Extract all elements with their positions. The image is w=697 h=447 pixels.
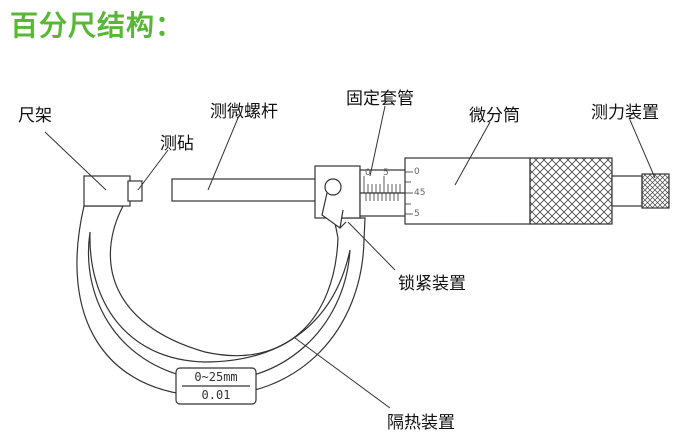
label-ratchet: 测力装置 (591, 103, 659, 123)
leader-spindle (207, 117, 239, 191)
leader-insulation (294, 337, 391, 409)
label-thimble: 微分筒 (469, 106, 520, 126)
leader-sleeve (369, 105, 386, 177)
spindle (171, 178, 317, 202)
ratchet-knurl (641, 173, 670, 209)
sleeve-number: 0 (365, 168, 371, 178)
leader-anvil (137, 149, 169, 191)
sleeve-number: 5 (383, 168, 389, 178)
thimble-knurl (529, 157, 613, 225)
ratchet-neck (611, 175, 643, 207)
plate-resolution: 0.01 (202, 388, 231, 402)
leader-ratchet (629, 119, 656, 179)
leader-frame (44, 131, 107, 191)
thimble-number: 5 (414, 209, 420, 219)
label-sleeve: 固定套管 (346, 89, 414, 109)
lock-lever (321, 192, 344, 230)
thimble-number: 45 (414, 188, 425, 198)
diagram-title: 百分尺结构： (10, 9, 185, 42)
lock-ring (324, 178, 342, 196)
frame-anvil-block (83, 175, 131, 207)
anvil (127, 180, 143, 202)
thimble-number: 0 (414, 167, 420, 177)
label-frame: 尺架 (18, 106, 52, 126)
label-anvil: 测砧 (160, 134, 194, 154)
label-lock: 锁紧装置 (398, 274, 466, 294)
label-spindle: 测微螺杆 (210, 102, 278, 122)
leader-lock (347, 221, 396, 271)
lock-lever-tip (339, 221, 347, 229)
label-insulation: 隔热装置 (387, 413, 455, 433)
insulation-pad (87, 231, 351, 382)
plate-range: 0~25mm (194, 370, 237, 384)
leader-thimble (454, 121, 491, 186)
